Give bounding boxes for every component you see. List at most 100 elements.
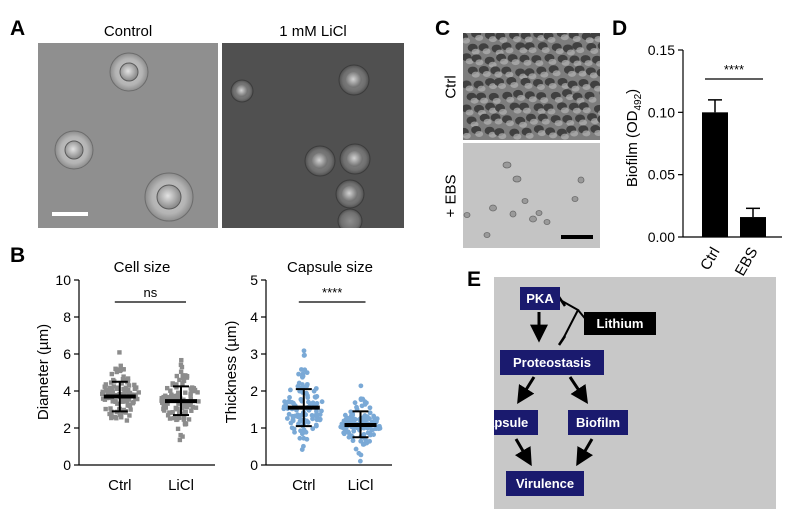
caps-point — [319, 399, 325, 405]
cell-point — [107, 386, 112, 391]
cell-point — [177, 377, 182, 383]
cell-point — [175, 426, 181, 432]
biofilm-ylabel: Biofilm (OD492) — [624, 89, 644, 187]
cell-point — [121, 367, 126, 372]
caps-point — [367, 410, 373, 416]
cell-point — [181, 378, 187, 384]
panel-label-d: D — [612, 17, 628, 40]
caps-point — [363, 437, 368, 443]
cell-size-significance: ns — [144, 285, 158, 300]
edge-proteostasis-capsule — [517, 376, 536, 405]
cell-point — [118, 412, 124, 418]
cell-point — [193, 405, 199, 410]
cell-point — [171, 415, 177, 421]
cell-size-ylabel: Diameter (µm) — [35, 324, 52, 420]
cell-point — [132, 382, 137, 388]
cell-point — [191, 386, 197, 391]
cell-point — [177, 437, 183, 443]
cell-point — [188, 393, 193, 398]
cell-point — [111, 384, 117, 389]
cell-point — [127, 403, 133, 408]
caps-point — [300, 374, 305, 380]
caps-point — [301, 435, 307, 441]
caps-ytick-label: 3 — [250, 346, 258, 362]
cell-point — [102, 397, 108, 402]
cell-point — [167, 416, 173, 421]
biofilm-ytick-label: 0.10 — [648, 104, 675, 120]
caps-point — [353, 446, 359, 452]
caps-point — [289, 425, 295, 431]
caps-point — [364, 414, 370, 420]
micrograph-biofilm-ctrl — [463, 33, 600, 140]
cell-point — [174, 382, 179, 387]
biofilm-significance: **** — [724, 62, 744, 77]
caps-point — [298, 412, 304, 418]
cell-point — [195, 390, 200, 395]
cell-point — [110, 399, 115, 404]
caps-point — [341, 430, 347, 436]
node-lithium-label: Lithium — [597, 316, 644, 331]
node-proteostasis-label: Proteostasis — [513, 355, 591, 370]
caps-point — [350, 418, 356, 424]
caps-point — [346, 430, 352, 436]
cell-point — [103, 406, 108, 412]
caps-point — [305, 393, 310, 399]
cell-point — [174, 407, 180, 412]
node-capsule-label: Capsule — [494, 415, 528, 430]
cell-point — [180, 401, 186, 406]
cell-ytick-label: 4 — [63, 383, 71, 399]
pathway-diagram: PKA Lithium Proteostasis Capsule Biofilm… — [494, 277, 776, 509]
cell-point — [109, 371, 114, 377]
caps-point — [370, 427, 376, 433]
cell-ytick-label: 0 — [63, 457, 71, 473]
caps-point — [313, 422, 319, 428]
caps-point — [357, 458, 363, 464]
node-virulence: Virulence — [506, 471, 584, 496]
caps-point — [365, 430, 371, 436]
panel-label-b: B — [10, 244, 26, 267]
caps-point — [367, 405, 373, 411]
micrograph-control-title: Control — [103, 23, 153, 40]
cell-point — [168, 388, 173, 393]
cell-point — [167, 410, 172, 415]
caps-point — [295, 383, 301, 389]
cell-point — [100, 389, 106, 395]
cell-point — [183, 422, 188, 427]
cell-point — [166, 395, 171, 400]
cell-point — [132, 386, 138, 392]
cell-point — [176, 415, 181, 420]
cell-point — [176, 401, 181, 406]
node-capsule: Capsule — [494, 410, 538, 435]
node-biofilm-label: Biofilm — [576, 415, 620, 430]
caps-point — [297, 435, 303, 441]
cell-point — [188, 386, 194, 391]
cell-point — [103, 387, 109, 392]
caps-point — [360, 441, 366, 447]
edge-proteostasis-biofilm — [568, 376, 588, 404]
caps-point — [350, 412, 356, 418]
cell-point — [113, 399, 118, 404]
caps-point — [299, 382, 305, 387]
cell-point — [120, 376, 126, 382]
caps-point — [312, 394, 318, 400]
cell-point — [117, 350, 122, 355]
cell-point — [103, 382, 109, 387]
caps-point — [350, 438, 356, 444]
cell-point — [190, 404, 195, 410]
capsule-size-ylabel: Thickness (µm) — [223, 321, 240, 424]
cell-point — [108, 380, 114, 385]
cell-point — [121, 386, 126, 392]
caps-point — [303, 429, 309, 435]
cell-point — [108, 406, 113, 411]
biofilm-ylabel-sub: 492 — [633, 93, 644, 110]
caps-point — [302, 352, 307, 358]
edge-biofilm-virulence — [576, 438, 594, 467]
cell-point — [126, 387, 131, 393]
caps-point — [309, 412, 315, 418]
capsule-size-xtick-licl: LiCl — [348, 477, 374, 494]
caps-point — [313, 386, 319, 391]
cell-point — [164, 385, 170, 391]
